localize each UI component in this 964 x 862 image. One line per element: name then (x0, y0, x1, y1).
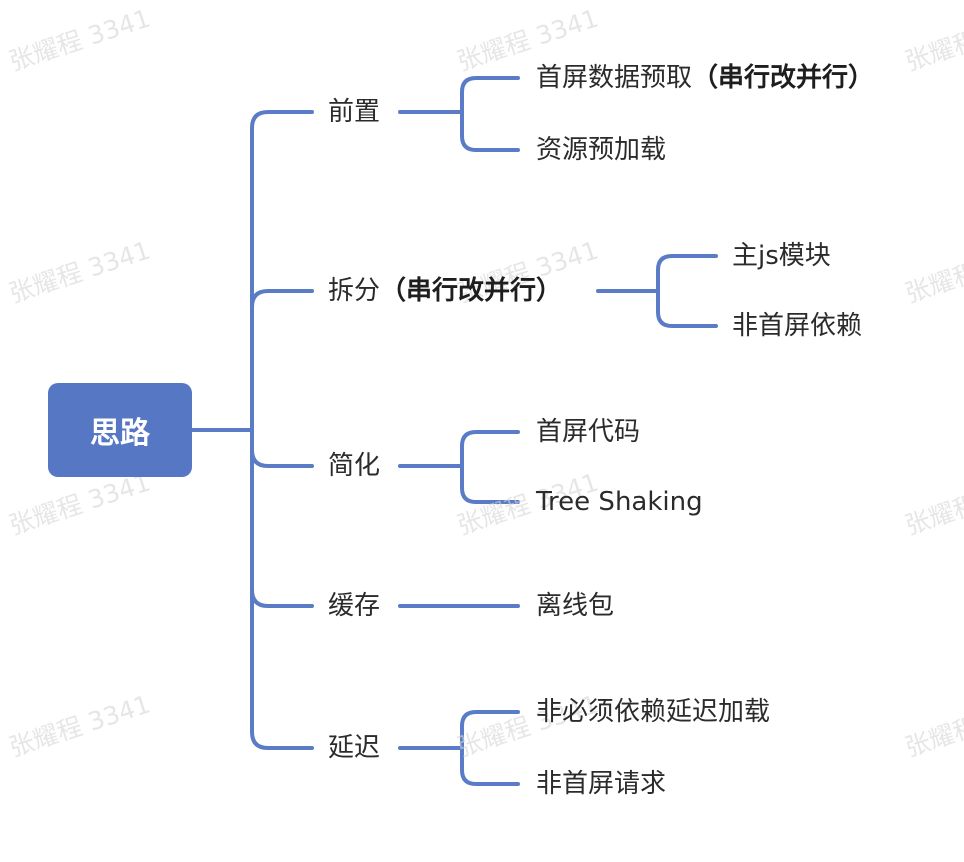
leaf-node-prefetch[interactable]: 首屏数据预取（串行改并行） (536, 61, 874, 95)
chaifen-bracket (596, 254, 718, 328)
branch-label-bold: （串行改并行） (380, 276, 563, 306)
branch-node-qianzhi[interactable]: 前置 (328, 95, 380, 129)
leaf-label: 非必须依赖延迟加载 (536, 697, 771, 727)
leaf-node-preload[interactable]: 资源预加载 (536, 133, 666, 167)
leaf-node-first-screen-code[interactable]: 首屏代码 (536, 415, 640, 449)
leaf-label: 非首屏请求 (536, 769, 667, 799)
branch-node-yanchi[interactable]: 延迟 (328, 731, 380, 765)
branch-connector-huancun (250, 588, 314, 608)
leaf-label: 离线包 (536, 591, 615, 621)
branch-label: 前置 (328, 97, 381, 127)
yanchi-bracket (398, 710, 520, 786)
leaf-node-lazy-load-deps[interactable]: 非必须依赖延迟加载 (536, 695, 770, 729)
branch-label: 拆分 (328, 276, 381, 306)
branch-connector-jianhua (250, 448, 314, 468)
leaf-node-non-first-screen-deps[interactable]: 非首屏依赖 (732, 309, 862, 343)
leaf-label: 非首屏依赖 (732, 311, 863, 341)
leaf-node-offline-package[interactable]: 离线包 (536, 589, 614, 623)
leaf-node-non-first-screen-requests[interactable]: 非首屏请求 (536, 767, 666, 801)
root-node[interactable]: 思路 (48, 383, 192, 477)
branch-connector-chaifen (250, 281, 314, 309)
leaf-label: 首屏数据预取 (536, 63, 693, 93)
leaf-label-bold: （串行改并行） (692, 63, 875, 93)
branch-label: 延迟 (328, 733, 381, 763)
trunk-line (250, 110, 314, 750)
root-label: 思路 (90, 416, 150, 451)
leaf-node-main-js[interactable]: 主js模块 (732, 239, 831, 273)
leaf-label: Tree Shaking (536, 487, 703, 517)
branch-label: 简化 (328, 451, 381, 481)
leaf-node-tree-shaking[interactable]: Tree Shaking (536, 485, 703, 519)
branch-node-huancun[interactable]: 缓存 (328, 589, 380, 623)
branch-label: 缓存 (328, 591, 381, 621)
jianhua-bracket (398, 430, 520, 504)
branch-node-chaifen[interactable]: 拆分（串行改并行） (328, 274, 562, 308)
leaf-label: 资源预加载 (536, 135, 667, 165)
branch-node-jianhua[interactable]: 简化 (328, 449, 380, 483)
qianzhi-bracket (398, 76, 520, 152)
leaf-label: 主js模块 (732, 241, 831, 271)
leaf-label: 首屏代码 (536, 417, 641, 447)
